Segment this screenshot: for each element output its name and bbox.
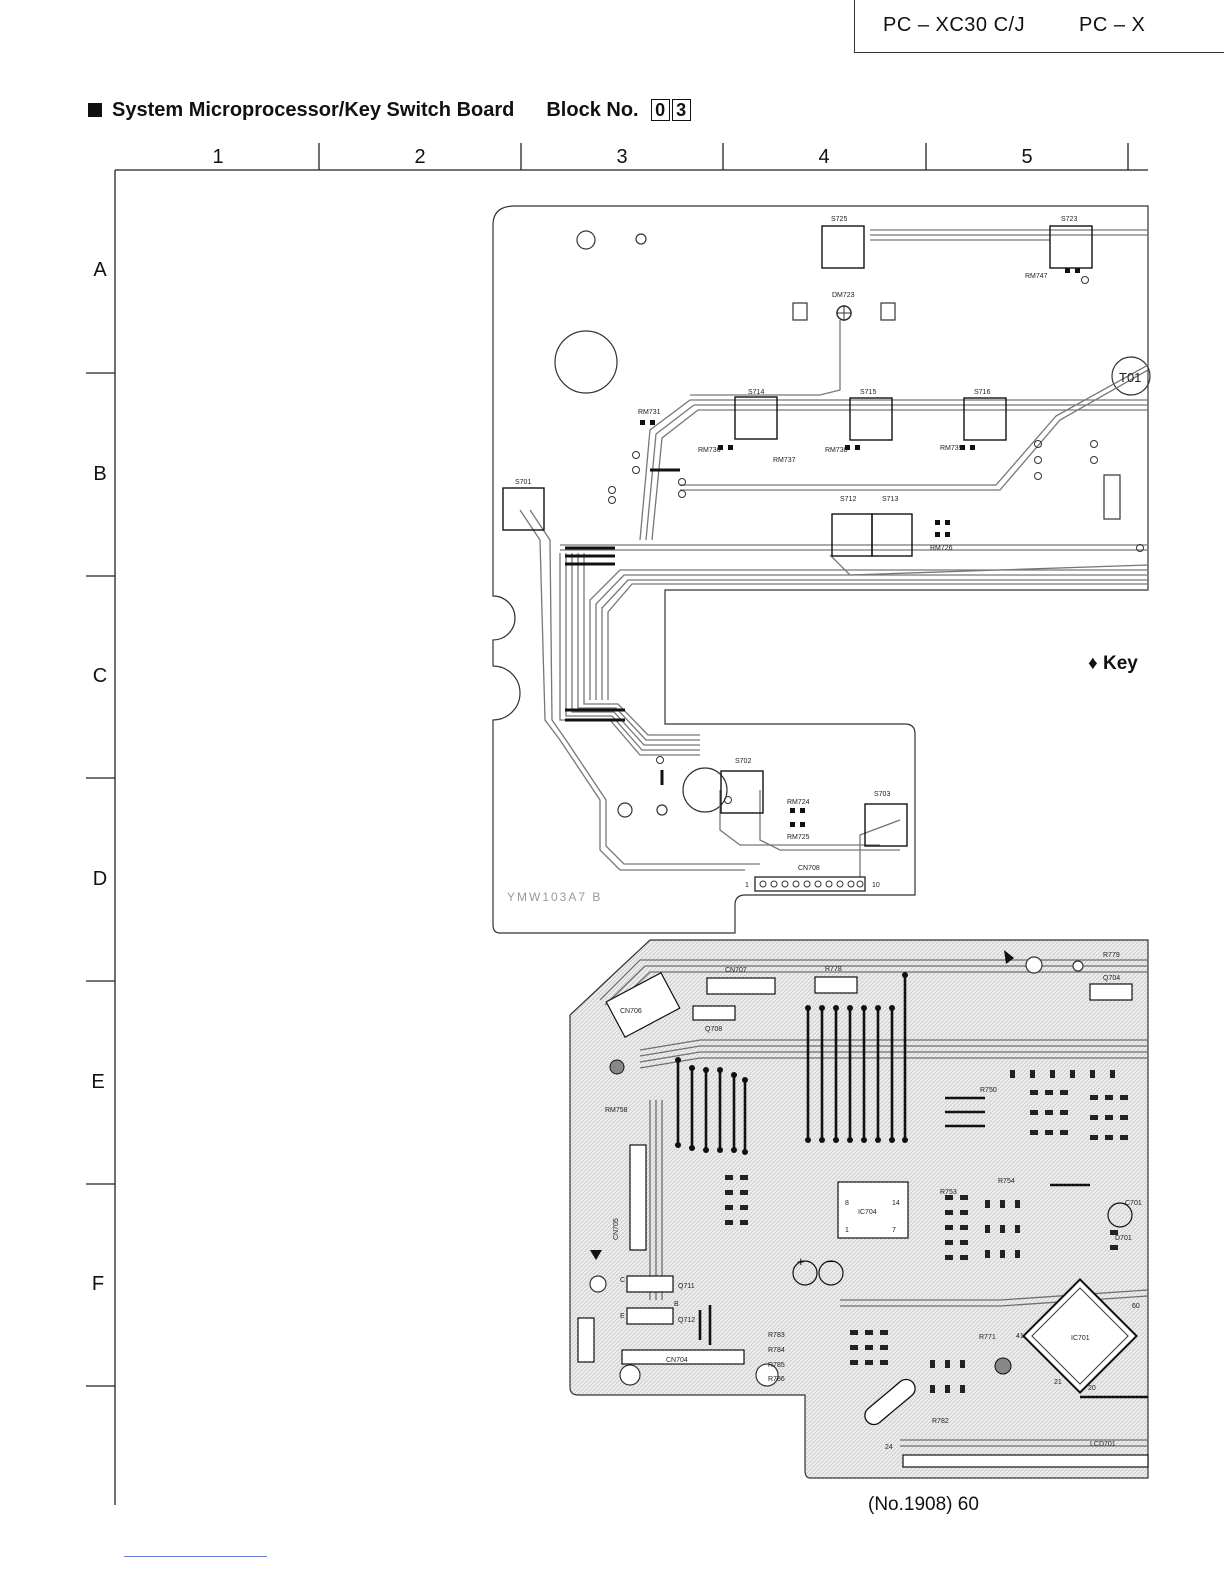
grid-column-label: 2 bbox=[414, 146, 426, 168]
pcb-label: D701 bbox=[1115, 1235, 1132, 1242]
pcb-label: T01 bbox=[1119, 370, 1141, 385]
pcb-label: RM737 bbox=[773, 457, 796, 464]
pcb-label: RM724 bbox=[787, 799, 810, 806]
grid-column-label: 5 bbox=[1021, 146, 1033, 168]
pcb-label: R778 bbox=[825, 966, 842, 973]
pcb-label: S716 bbox=[974, 389, 990, 396]
pcb-label: 20 bbox=[1088, 1385, 1096, 1392]
grid-row-label: E bbox=[91, 1071, 105, 1093]
pcb-label: S714 bbox=[748, 389, 764, 396]
pcb-label: R786 bbox=[768, 1376, 785, 1383]
pcb-label: CN705 bbox=[613, 1218, 620, 1240]
grid-row-label: C bbox=[92, 665, 108, 687]
pcb-label: S701 bbox=[515, 479, 531, 486]
pcb-label: RM738 bbox=[825, 447, 848, 454]
grid-row-label: D bbox=[92, 868, 108, 890]
pcb-label: 60 bbox=[1132, 1303, 1140, 1310]
pcb-label: R779 bbox=[1103, 952, 1120, 959]
pcb-label: CN708 bbox=[798, 865, 820, 872]
block-digit-1: 0 bbox=[650, 98, 670, 121]
block-label: Block No. bbox=[546, 98, 639, 121]
grid-column-label: 3 bbox=[616, 146, 628, 168]
pcb-label: 41 bbox=[1016, 1333, 1024, 1340]
pcb-label: − bbox=[826, 1254, 834, 1269]
grid-column-label: 4 bbox=[818, 146, 830, 168]
pcb-label: + bbox=[797, 1254, 805, 1269]
title-text: System Microprocessor/Key Switch Board bbox=[112, 98, 515, 121]
pcb-label: S702 bbox=[735, 758, 751, 765]
model-header: PC – XC30 C/J PC – X bbox=[854, 0, 1224, 53]
pcb-label: S715 bbox=[860, 389, 876, 396]
grid-column-label: 1 bbox=[212, 146, 224, 168]
pcb-label: R771 bbox=[979, 1334, 996, 1341]
page-footer: (No.1908) 60 bbox=[868, 1494, 979, 1516]
pcb-label: S712 bbox=[840, 496, 856, 503]
pcb-label: RM731 bbox=[638, 409, 661, 416]
pcb-label: R782 bbox=[932, 1418, 949, 1425]
pcb-label: RM747 bbox=[1025, 273, 1048, 280]
pcb-label: E bbox=[620, 1313, 625, 1320]
pcb-label: IC701 bbox=[1071, 1335, 1090, 1342]
pcb-label: RM725 bbox=[787, 834, 810, 841]
page-title: System Microprocessor/Key Switch Board B… bbox=[88, 96, 691, 124]
main-board: CN707 R778 R779 Q704 CN706 Q708 RM758 CN… bbox=[569, 939, 1149, 1479]
key-board-label: ♦ Key bbox=[1088, 653, 1138, 674]
pcb-label: Q711 bbox=[678, 1283, 695, 1290]
pcb-label: RM726 bbox=[930, 545, 953, 552]
grid-row-label: A bbox=[93, 259, 107, 281]
pcb-label: R784 bbox=[768, 1347, 785, 1354]
pcb-label: CN707 bbox=[725, 967, 747, 974]
pcb-label: S725 bbox=[831, 216, 847, 223]
pcb-label: C bbox=[620, 1277, 625, 1284]
pcb-label: 21 bbox=[1054, 1379, 1062, 1386]
grid-frame bbox=[86, 143, 1148, 1505]
pcb-label: Q708 bbox=[705, 1026, 722, 1033]
pcb-label: S723 bbox=[1061, 216, 1077, 223]
pcb-label: R783 bbox=[768, 1332, 785, 1339]
pcb-label: 7 bbox=[892, 1227, 896, 1234]
square-bullet-icon bbox=[88, 103, 102, 117]
board-code: YMW103A7 B bbox=[507, 890, 602, 904]
pcb-label: CN706 bbox=[620, 1008, 642, 1015]
pcb-label: 14 bbox=[892, 1200, 900, 1207]
pcb-label: R753 bbox=[940, 1189, 957, 1196]
pcb-label: R750 bbox=[980, 1087, 997, 1094]
doc-number: (No.1908) bbox=[868, 1494, 953, 1515]
pcb-label: RM739 bbox=[940, 445, 963, 452]
pcb-label: Q704 bbox=[1103, 975, 1120, 982]
pcb-label: RM758 bbox=[605, 1107, 628, 1114]
pcb-label: 1 bbox=[745, 882, 749, 889]
bottom-rule bbox=[124, 1556, 267, 1557]
pcb-label: 1 bbox=[845, 1227, 849, 1234]
pcb-label: 24 bbox=[885, 1444, 893, 1451]
pcb-label: IC704 bbox=[858, 1209, 877, 1216]
pcb-label: C701 bbox=[1125, 1200, 1142, 1207]
model-name-1: PC – XC30 C/J bbox=[883, 14, 1026, 36]
pcb-label: 10 bbox=[872, 882, 880, 889]
pcb-label: RM736 bbox=[698, 447, 721, 454]
key-switch-board: S725 S723 S714 S715 S716 S701 S712 S713 … bbox=[492, 205, 1151, 934]
pcb-label: DM723 bbox=[832, 292, 855, 299]
grid-row-label: F bbox=[91, 1273, 105, 1295]
page-number: 60 bbox=[957, 1494, 979, 1515]
pcb-label: 8 bbox=[845, 1200, 849, 1207]
pcb-label: S703 bbox=[874, 791, 890, 798]
model-name-2: PC – X bbox=[1079, 14, 1146, 36]
pcb-label: LCD701 bbox=[1090, 1441, 1116, 1448]
pcb-label: B bbox=[674, 1301, 679, 1308]
pcb-label: Q712 bbox=[678, 1317, 695, 1324]
grid-row-label: B bbox=[93, 463, 107, 485]
pcb-label: R785 bbox=[768, 1362, 785, 1369]
pcb-label: S713 bbox=[882, 496, 898, 503]
pcb-label: R754 bbox=[998, 1178, 1015, 1185]
pcb-label: CN704 bbox=[666, 1357, 688, 1364]
block-digit-2: 3 bbox=[671, 98, 691, 121]
